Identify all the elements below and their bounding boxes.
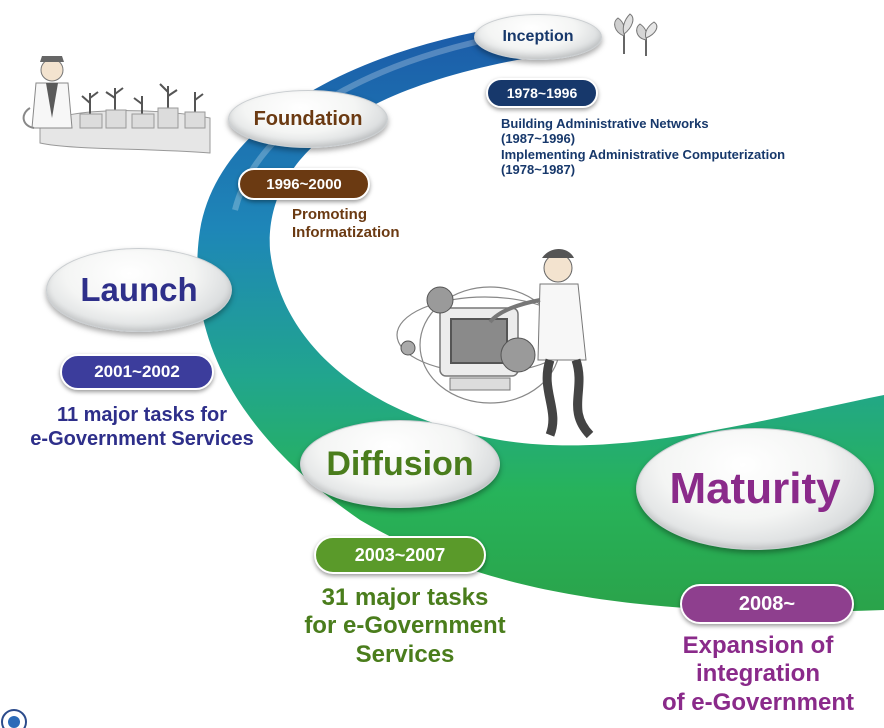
- maturity-stage-oval: Maturity: [636, 428, 874, 550]
- maturity-task-line: Expansion of: [682, 632, 834, 659]
- maturity-period-text: 2008~: [738, 592, 796, 615]
- inception-period-text: 1978~1996: [506, 85, 578, 101]
- foundation-task-list: Promoting Informatization: [292, 206, 492, 241]
- foundation-task-line: Promoting: [292, 206, 367, 223]
- launch-task-list: 11 major tasks for e-Government Services: [0, 404, 284, 451]
- man-with-computer-illustration: [396, 249, 594, 439]
- launch-stage-oval: Launch: [46, 248, 232, 332]
- foundation-period-text: 1996~2000: [266, 175, 342, 193]
- foundation-task-line: Informatization: [292, 223, 400, 241]
- diffusion-stage-oval: Diffusion: [300, 420, 500, 508]
- diffusion-task-line: Services: [355, 640, 455, 668]
- diffusion-stage-title: Diffusion: [326, 444, 474, 483]
- foundation-stage-oval: Foundation: [228, 90, 388, 148]
- diffusion-task-line: 31 major tasks: [321, 584, 489, 611]
- inception-task-line: (1987~1996): [501, 131, 576, 147]
- man-with-plants-illustration: [22, 56, 211, 154]
- inception-task-list: Building Administrative Networks (1987~1…: [501, 116, 861, 177]
- diffusion-period-badge: 2003~2007: [314, 536, 486, 574]
- maturity-stage-title: Maturity: [669, 464, 841, 513]
- inception-period-badge: 1978~1996: [486, 78, 598, 108]
- foundation-stage-title: Foundation: [253, 107, 363, 130]
- inception-stage-title: Inception: [502, 28, 574, 45]
- launch-stage-title: Launch: [80, 271, 198, 308]
- launch-task-line: 11 major tasks for: [56, 404, 228, 426]
- inception-task-line: Building Administrative Networks: [501, 116, 709, 131]
- inception-task-line: (1978~1987): [501, 161, 576, 177]
- inception-task-line: Implementing Administrative Computerizat…: [501, 146, 786, 162]
- diffusion-task-line: for e-Government: [304, 612, 506, 640]
- emblem-icon: [1, 709, 27, 728]
- maturity-task-line: of e-Government: [661, 688, 855, 716]
- sprout-icon: [614, 13, 658, 56]
- maturity-period-badge: 2008~: [680, 584, 854, 624]
- diffusion-period-text: 2003~2007: [354, 544, 446, 565]
- maturity-task-line: integration: [696, 660, 820, 688]
- diffusion-task-list: 31 major tasks for e-Government Services: [262, 584, 548, 669]
- inception-stage-oval: Inception: [474, 14, 602, 60]
- foundation-period-badge: 1996~2000: [238, 168, 370, 200]
- launch-period-badge: 2001~2002: [60, 354, 214, 390]
- launch-task-line: e-Government Services: [30, 427, 254, 450]
- maturity-task-list: Expansion of integration of e-Government: [634, 632, 882, 717]
- launch-period-text: 2001~2002: [94, 362, 180, 381]
